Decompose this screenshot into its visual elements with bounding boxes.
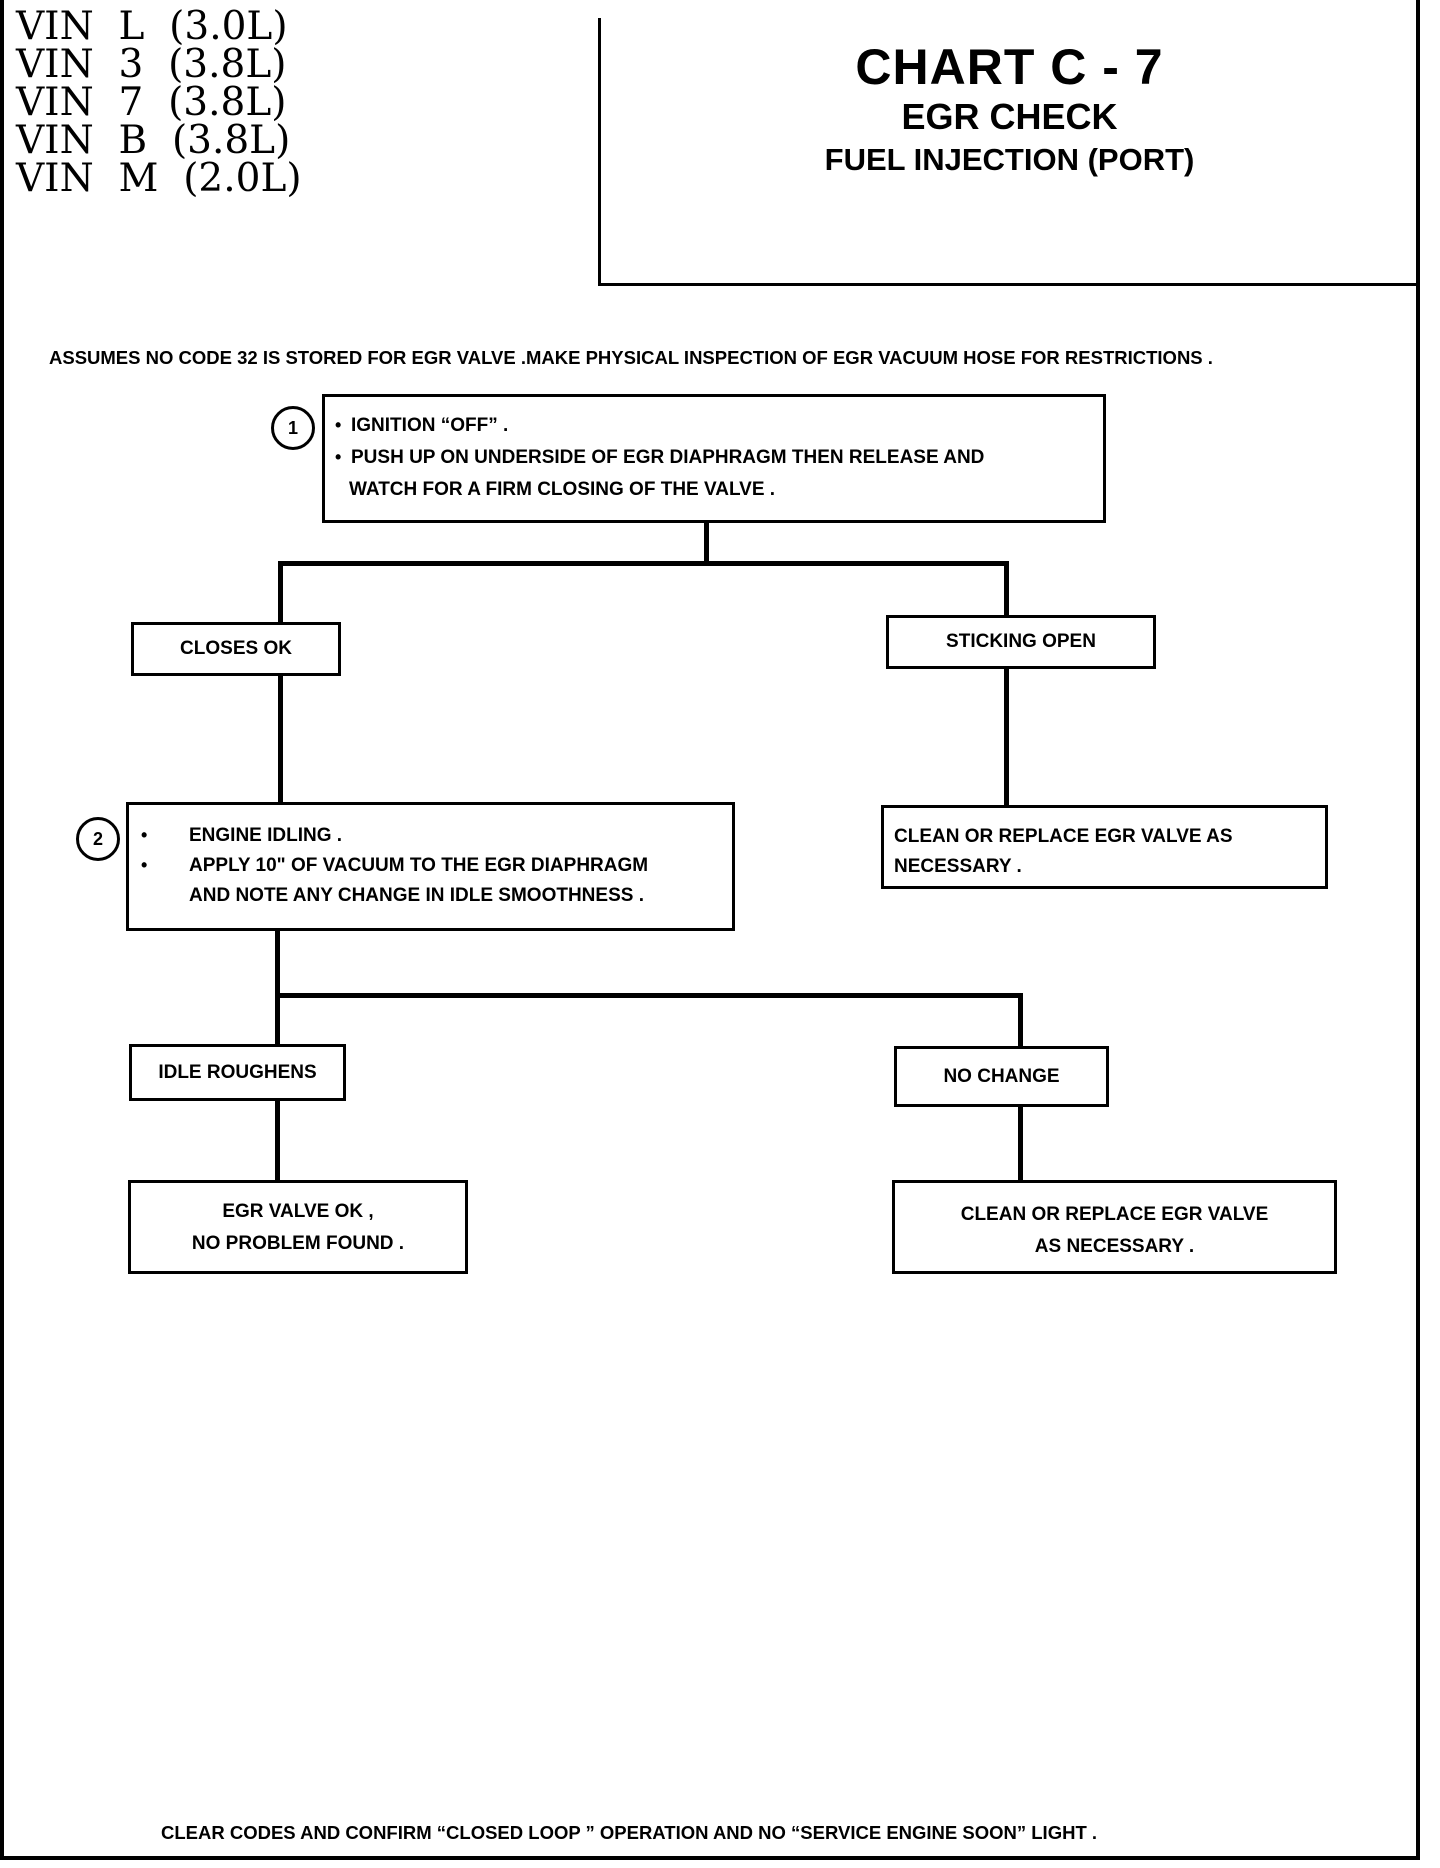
step-1-number: 1 — [271, 406, 315, 450]
bullet-icon: • — [335, 415, 342, 435]
connector-line — [1018, 1105, 1023, 1183]
no-change-result-line-1: CLEAN OR REPLACE EGR VALVE — [960, 1204, 1269, 1225]
step-1-line-2: PUSH UP ON UNDERSIDE OF EGR DIAPHRAGM TH… — [351, 447, 985, 468]
sticking-open-box: STICKING OPEN — [886, 615, 1156, 669]
sticking-open-label: STICKING OPEN — [946, 631, 1096, 652]
sticking-open-result-line-1: CLEAN OR REPLACE EGR VALVE AS — [894, 826, 1233, 847]
step-2-line-2: APPLY 10" OF VACUUM TO THE EGR DIAPHRAGM — [189, 855, 649, 876]
egr-ok-result-box: EGR VALVE OK , NO PROBLEM FOUND . — [128, 1180, 468, 1274]
connector-line — [275, 929, 280, 1046]
chart-title: CHART C - 7 — [855, 39, 1164, 95]
connector-line — [1004, 667, 1009, 807]
bullet-icon: • — [335, 447, 342, 467]
connector-line — [278, 561, 283, 624]
chart-subtitle: EGR CHECK — [901, 96, 1118, 137]
egr-ok-result-line-1: EGR VALVE OK , — [222, 1201, 374, 1222]
connector-line — [1004, 561, 1009, 617]
bullet-icon: • — [141, 825, 148, 845]
vin-line: VIN M (2.0L) — [16, 156, 302, 201]
connector-line — [275, 1099, 280, 1183]
step-1-line-1: IGNITION “OFF” . — [351, 415, 509, 436]
egr-ok-result-line-2: NO PROBLEM FOUND . — [191, 1233, 405, 1254]
step-2-box: • ENGINE IDLING . • APPLY 10" OF VACUUM … — [126, 802, 735, 931]
vin-line: VIN B (3.8L) — [16, 118, 291, 163]
connector-line — [1018, 993, 1023, 1048]
connector-line — [278, 561, 1009, 566]
connector-line — [278, 674, 283, 804]
sticking-open-result-box: CLEAN OR REPLACE EGR VALVE AS NECESSARY … — [881, 805, 1328, 889]
no-change-box: NO CHANGE — [894, 1046, 1109, 1107]
step-2-line-1: ENGINE IDLING . — [189, 825, 343, 846]
vin-line: VIN 7 (3.8L) — [16, 80, 287, 125]
no-change-label: NO CHANGE — [943, 1065, 1060, 1087]
connector-line — [704, 521, 709, 563]
no-change-result-line-2: AS NECESSARY . — [1034, 1236, 1195, 1257]
idle-roughens-label: IDLE ROUGHENS — [158, 1061, 317, 1083]
bullet-icon: • — [141, 855, 148, 875]
closes-ok-label: CLOSES OK — [180, 638, 292, 659]
chart-system: FUEL INJECTION (PORT) — [824, 142, 1195, 177]
connector-line — [275, 993, 1023, 998]
idle-roughens-box: IDLE ROUGHENS — [129, 1044, 346, 1101]
vin-list: VIN L (3.0L) VIN 3 (3.8L) VIN 7 (3.8L) V… — [16, 4, 302, 201]
vin-line: VIN 3 (3.8L) — [16, 42, 287, 87]
step-1-box: • IGNITION “OFF” . • PUSH UP ON UNDERSID… — [322, 394, 1106, 523]
step-2-number: 2 — [76, 817, 120, 861]
intro-note: ASSUMES NO CODE 32 IS STORED FOR EGR VAL… — [49, 347, 1213, 368]
closes-ok-box: CLOSES OK — [131, 622, 341, 676]
step-2-line-3: AND NOTE ANY CHANGE IN IDLE SMOOTHNESS . — [189, 885, 644, 906]
title-block: CHART C - 7 EGR CHECK FUEL INJECTION (PO… — [598, 18, 1418, 286]
footer-note: CLEAR CODES AND CONFIRM “CLOSED LOOP ” O… — [161, 1822, 1098, 1843]
step-1-line-3: WATCH FOR A FIRM CLOSING OF THE VALVE . — [349, 479, 776, 500]
no-change-result-box: CLEAN OR REPLACE EGR VALVE AS NECESSARY … — [892, 1180, 1337, 1274]
sticking-open-result-line-2: NECESSARY . — [894, 856, 1022, 877]
vin-line: VIN L (3.0L) — [16, 4, 288, 49]
